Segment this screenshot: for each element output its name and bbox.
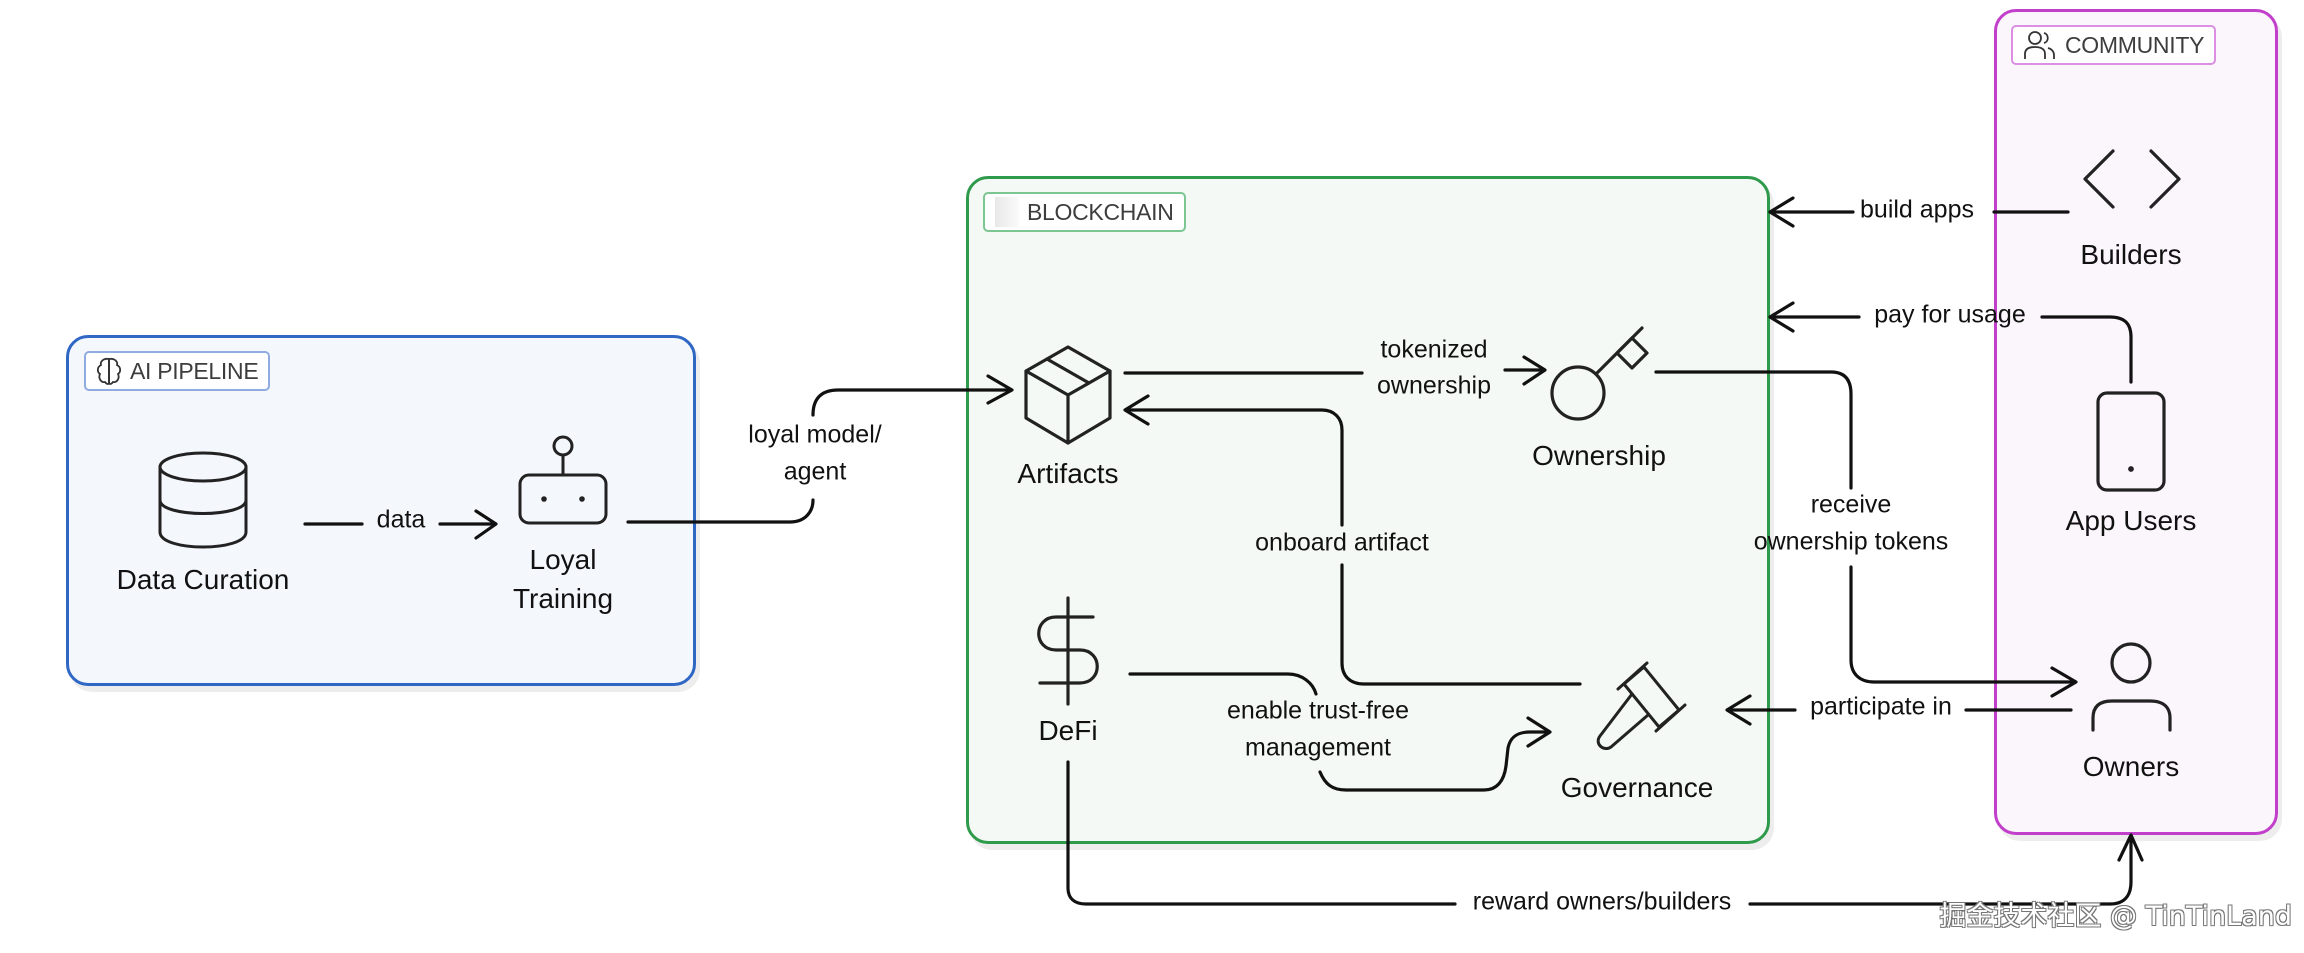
brain-icon: [96, 357, 122, 385]
smartphone-icon: [2096, 391, 2166, 492]
artifacts-label: Artifacts: [1017, 458, 1119, 489]
users-icon: [2024, 31, 2055, 59]
edge-label-receive-line1: receive: [1810, 490, 1892, 519]
user-icon: [2091, 642, 2172, 732]
ownership-label: Ownership: [1532, 440, 1666, 471]
edge-label-tokenized-line1: tokenized: [1380, 335, 1488, 364]
edge-participate: [1725, 694, 2073, 726]
arrowhead-icon: [1526, 716, 1552, 748]
blank-icon: [995, 197, 1019, 227]
edge-label-pay: pay for usage: [1874, 300, 2026, 329]
edge-reward: [1066, 760, 2144, 906]
edge-tokenized: [1123, 355, 1547, 386]
edge-loyal-model: [626, 374, 1014, 524]
edge-enable: [1128, 672, 1552, 792]
edge-label-participate: participate in: [1810, 692, 1952, 721]
arrowhead-icon: [2117, 833, 2144, 862]
arrowhead-icon: [1768, 301, 1795, 333]
governance-label: Governance: [1560, 772, 1714, 803]
edge-label-receive-line2: ownership tokens: [1753, 527, 1949, 556]
community-badge: COMMUNITY: [2011, 25, 2217, 65]
edge-label-enable-line2: management: [1245, 733, 1391, 762]
code-icon: [2083, 149, 2181, 209]
key-icon: [1550, 326, 1649, 421]
gavel-icon: [1596, 661, 1687, 751]
builders-label: Builders: [2080, 239, 2182, 270]
edge-label-build-apps: build apps: [1860, 195, 1974, 224]
app-users-label: App Users: [2065, 505, 2197, 536]
edge-label-loyal-model-line1: loyal model/: [748, 420, 882, 449]
defi-label: DeFi: [1038, 715, 1098, 746]
box-icon: [1024, 345, 1112, 445]
database-icon: [158, 451, 248, 549]
arrowhead-icon: [474, 509, 498, 540]
edge-label-reward: reward owners/builders: [1472, 887, 1732, 916]
arrowhead-icon: [1123, 394, 1150, 426]
edge-label-loyal-model-line2: agent: [783, 457, 847, 486]
edge-label-tokenized-line2: ownership: [1377, 371, 1491, 400]
watermark: 掘金技术社区 @ TinTinLand: [1939, 901, 2292, 932]
edge-label-data: data: [376, 505, 426, 534]
edge-receive: [1654, 370, 2078, 698]
blockchain-group: [966, 176, 1770, 844]
dollar-icon: [1037, 596, 1099, 706]
edge-pay: [1768, 301, 2133, 384]
loyal-training-label-line2: Training: [512, 583, 614, 614]
loyal-training-label-line1: Loyal: [529, 544, 597, 575]
ai-pipeline-label: AI PIPELINE: [130, 357, 259, 384]
arrowhead-icon: [1768, 196, 1795, 228]
edge-build-apps: [1768, 196, 2070, 228]
edge-label-onboard: onboard artifact: [1255, 528, 1429, 557]
data-curation-label: Data Curation: [116, 564, 290, 595]
community-label: COMMUNITY: [2065, 31, 2205, 58]
edge-data: [303, 509, 498, 540]
arrowhead-icon: [1522, 355, 1547, 386]
robot-icon: [518, 435, 608, 525]
arrowhead-icon: [986, 374, 1014, 405]
edge-label-enable-line1: enable trust-free: [1226, 696, 1410, 725]
blockchain-badge: BLOCKCHAIN: [983, 192, 1186, 232]
arrowhead-icon: [1725, 694, 1752, 726]
blockchain-label: BLOCKCHAIN: [1027, 198, 1174, 225]
edge-onboard: [1123, 394, 1582, 686]
arrowhead-icon: [2050, 666, 2078, 698]
community-group: [1994, 9, 2278, 835]
ai-pipeline-badge: AI PIPELINE: [84, 351, 271, 391]
owners-label: Owners: [2082, 751, 2180, 782]
